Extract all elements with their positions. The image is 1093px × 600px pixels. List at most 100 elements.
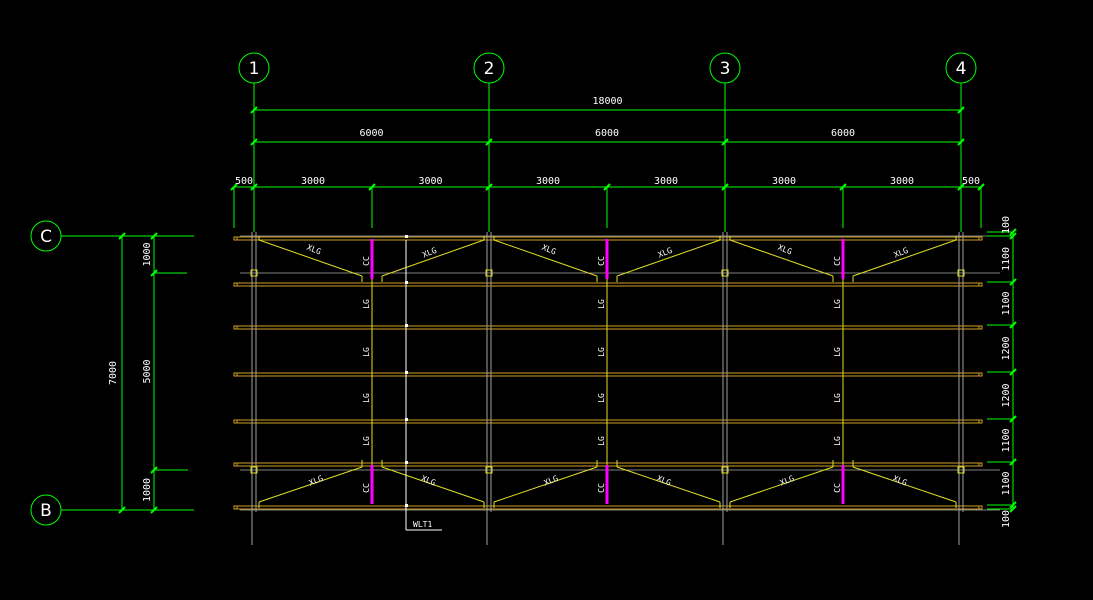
dimension-tick [118,232,126,240]
dimension-tick [250,106,258,114]
label-xlg: XLG [308,474,325,488]
dim-text-half-bay: 500 [962,176,980,187]
dim-text-right-segment: 1200 [1001,336,1012,360]
column-connector-square [957,466,965,474]
purlin-end-cap [978,236,983,241]
brace-xlg [616,466,721,503]
dim-text-bay: 6000 [359,128,383,139]
dim-text-half-bay: 3000 [301,176,325,187]
dim-text-half-bay: 3000 [890,176,914,187]
label-cc: CC [362,256,371,266]
dimension-tick [957,138,965,146]
purlin-end-cap [978,372,983,377]
dim-text-bay: 6000 [595,128,619,139]
label-xlg: XLG [892,474,909,488]
purlin-end-cap [978,282,983,287]
purlin-end-cap [233,282,238,287]
dim-text-right-segment: 1100 [1001,428,1012,452]
label-xlg: XLG [543,474,560,488]
label-cc: CC [362,483,371,493]
brace-xlg [381,466,485,503]
axis-label-2: 2 [484,59,495,79]
label-lg: LG [362,299,371,309]
label-lg: LG [597,393,606,403]
axis-label-C: C [40,227,52,247]
wall-tie-node [405,461,408,464]
label-cc: CC [597,256,606,266]
label-cc: CC [597,483,606,493]
dimension-tick [485,138,493,146]
axis-label-B: B [40,501,52,521]
wall-tie-node [405,281,408,284]
purlin-end-cap [233,419,238,424]
column-connector-square [721,269,729,277]
purlin-end-cap [233,325,238,330]
dimension-tick [150,506,158,514]
axis-label-1: 1 [249,59,260,79]
dimension-tick [118,506,126,514]
label-lg: LG [597,347,606,357]
label-lg: LG [597,299,606,309]
label-xlg: XLG [306,243,323,257]
dim-text-right-segment: 1100 [1001,291,1012,315]
label-lg: LG [833,347,842,357]
purlin-end-cap [233,372,238,377]
label-lg: LG [362,436,371,446]
column-connector-square [250,466,258,474]
gray-reference-lines [240,235,1000,511]
brace-xlg [616,239,721,277]
dim-text-bay: 6000 [831,128,855,139]
brace-xlg [258,466,363,503]
struts [405,235,442,531]
label-lg: LG [362,347,371,357]
brace-xlg [258,239,363,277]
brace-xlg [493,466,598,503]
dim-text-right-segment: 100 [1001,510,1012,528]
dim-text-left-overall: 7000 [108,361,119,385]
purlin-end-cap [978,505,983,510]
label-wlt1: WLT1 [413,520,432,529]
dim-text-right-segment: 1100 [1001,247,1012,271]
diagonal-braces [258,236,957,508]
brace-xlg [381,239,485,277]
brace-xlg [493,239,598,277]
label-lg: LG [833,436,842,446]
dimension-tick [250,138,258,146]
label-cc: CC [833,483,842,493]
columns [250,232,965,545]
label-xlg: XLG [779,474,796,488]
dim-text-half-bay: 3000 [418,176,442,187]
dimension-lines [118,106,1017,514]
label-xlg: XLG [541,243,558,257]
dim-text-left-segment: 1000 [142,478,153,502]
dim-text-right-segment: 1100 [1001,471,1012,495]
column-connector-square [721,466,729,474]
purlin-end-cap [233,462,238,467]
label-lg: LG [833,393,842,403]
column-connector-square [957,269,965,277]
dim-text-left-segment: 5000 [142,359,153,383]
purlin-end-cap [233,236,238,241]
dimension-tick [721,138,729,146]
dim-text-half-bay: 3000 [654,176,678,187]
wall-tie-node [405,504,408,507]
column-connector-square [485,466,493,474]
tie-rods [370,239,845,504]
label-xlg: XLG [656,474,673,488]
brace-xlg [852,239,957,277]
dim-text-left-segment: 1000 [142,242,153,266]
column-connector-square [485,269,493,277]
wall-tie-node [405,324,408,327]
label-lg: LG [597,436,606,446]
label-cc: CC [833,256,842,266]
label-xlg: XLG [420,474,437,488]
brace-xlg [852,466,957,503]
dim-text-right-segment: 1200 [1001,383,1012,407]
dim-text-right-segment: 100 [1001,216,1012,234]
brace-xlg [729,239,834,277]
dim-text-overall: 18000 [592,96,622,107]
purlin-end-cap [978,325,983,330]
